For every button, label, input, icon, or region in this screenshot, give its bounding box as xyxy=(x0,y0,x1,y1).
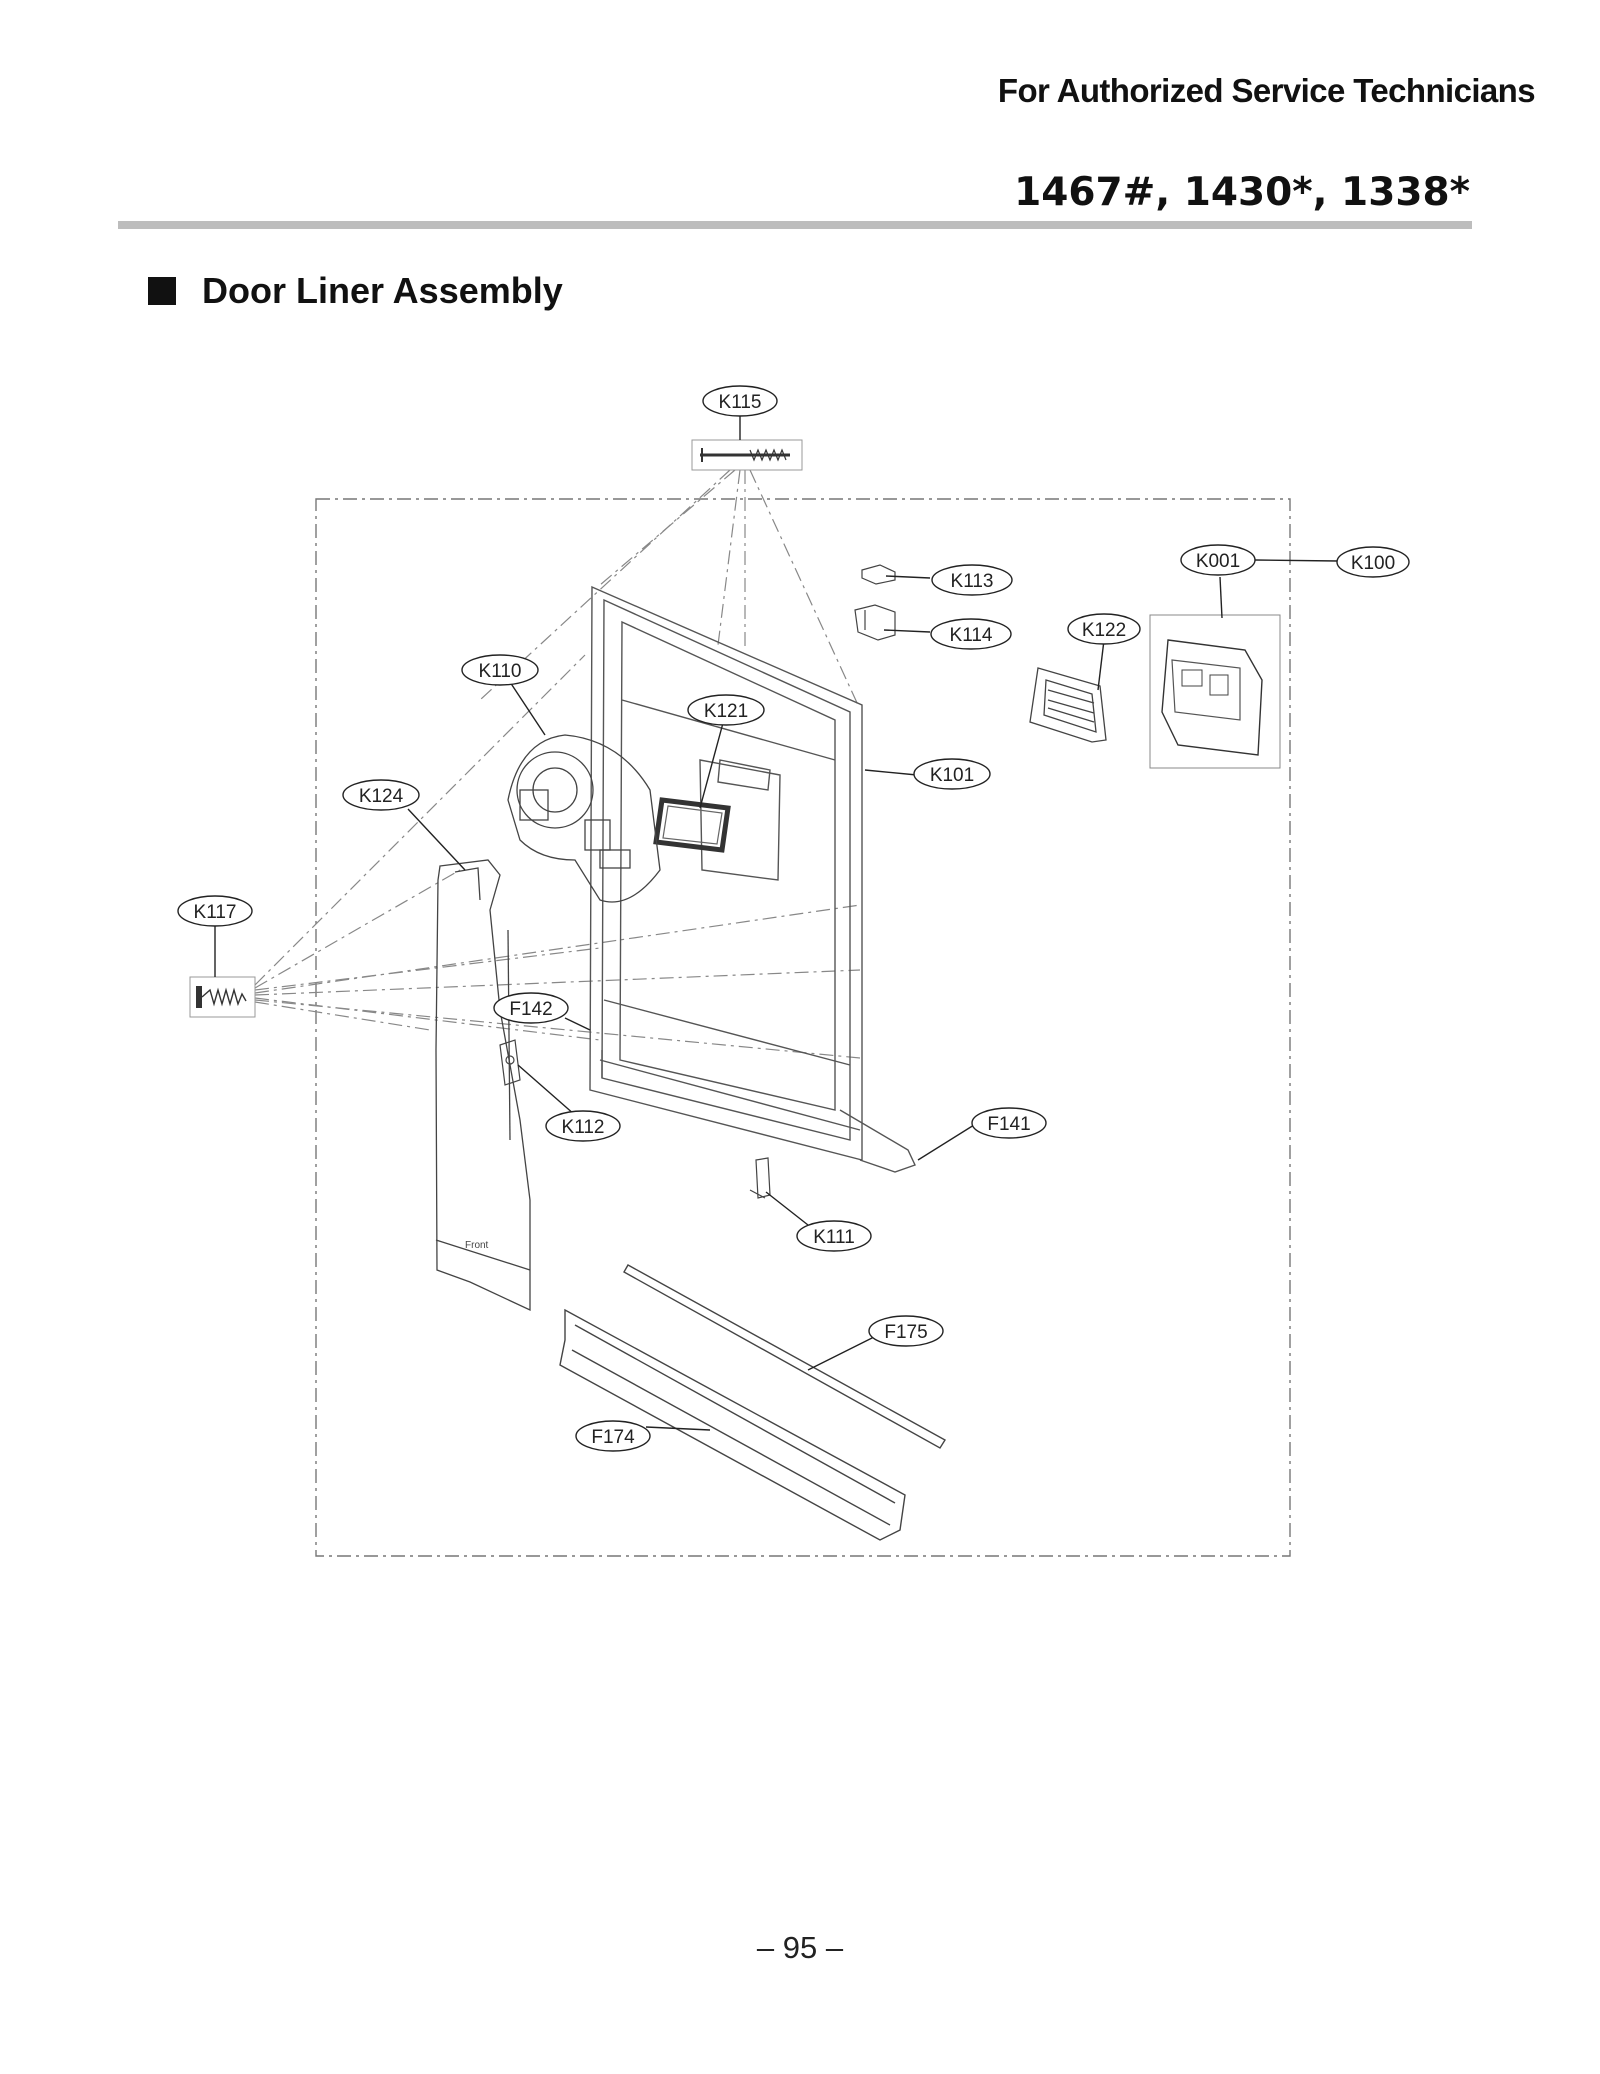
rail-f175-part xyxy=(623,1264,946,1449)
callout-k117: K117 xyxy=(194,902,237,923)
callout-f175: F175 xyxy=(884,1322,927,1343)
callout-k121: K121 xyxy=(704,701,748,722)
callout-k114: K114 xyxy=(950,625,993,646)
callout-k101: K101 xyxy=(930,765,974,786)
callout-k111-bubble xyxy=(796,1220,872,1252)
callout-k113-bubble xyxy=(931,564,1013,596)
callout-f175-bubble xyxy=(868,1315,944,1347)
control-box-k001-part xyxy=(1149,614,1281,769)
callout-k100: K100 xyxy=(1351,553,1395,574)
callout-k124: K124 xyxy=(359,786,404,807)
clip-k113-part xyxy=(861,564,896,585)
callout-k117-bubble xyxy=(177,895,253,927)
callout-k124-bubble xyxy=(342,779,420,811)
callout-k111: K111 xyxy=(813,1227,855,1248)
callout-k114-bubble xyxy=(930,618,1012,650)
leader-lines xyxy=(214,412,1339,1431)
screw-k117-part xyxy=(189,976,256,1018)
callout-k101-bubble xyxy=(913,758,991,790)
callout-f142: F142 xyxy=(509,999,552,1020)
screw-k115-part xyxy=(691,439,803,471)
door-liner-k101-part xyxy=(589,585,916,1173)
side-trim-k124-part: Front xyxy=(435,859,531,1312)
callout-bubbles xyxy=(177,385,1410,1452)
dispenser-gasket-k121-part xyxy=(653,797,731,853)
bullet-square-icon xyxy=(148,277,176,305)
callout-f174: F174 xyxy=(591,1427,635,1448)
callout-f142-bubble xyxy=(493,992,569,1024)
section-title: Door Liner Assembly xyxy=(202,270,563,311)
callout-k100-bubble xyxy=(1336,546,1410,578)
latch-k114-part xyxy=(854,604,896,641)
section-heading: Door Liner Assembly xyxy=(148,270,563,312)
callout-k122-bubble xyxy=(1067,613,1141,645)
callout-f141-bubble xyxy=(971,1107,1047,1139)
callout-k110-bubble xyxy=(461,654,539,686)
header-divider xyxy=(118,221,1472,229)
callout-k112: K112 xyxy=(562,1117,605,1138)
callout-k001: K001 xyxy=(1196,551,1240,572)
vent-assembly-k110-part xyxy=(507,734,661,903)
model-numbers-title: 1467#, 1430*, 1338* xyxy=(1014,170,1470,215)
front-marking: Front xyxy=(465,1240,489,1251)
bracket-k112-part xyxy=(499,1039,521,1086)
assembly-boundary xyxy=(315,498,1291,1557)
callout-k112-bubble xyxy=(545,1110,621,1142)
vent-cover-k122-part xyxy=(1029,667,1107,743)
callout-k115: K115 xyxy=(719,392,762,413)
callout-k122: K122 xyxy=(1082,620,1126,641)
page-number: – 95 – xyxy=(756,1930,844,1965)
callout-k115-bubble xyxy=(702,385,778,417)
trim-channel-f174-part xyxy=(559,1308,906,1541)
callout-k121-bubble xyxy=(687,694,765,726)
callout-labels: K115 K113 K114 K001 K100 K122 K110 K121 … xyxy=(194,392,1396,1448)
callout-k110: K110 xyxy=(479,661,522,682)
callout-k113: K113 xyxy=(951,571,994,592)
callout-f141: F141 xyxy=(987,1114,1030,1135)
callout-f174-bubble xyxy=(575,1420,651,1452)
screw-reference-lines-k117 xyxy=(254,654,861,1059)
audience-header: For Authorized Service Technicians xyxy=(997,72,1536,109)
callout-k001-bubble xyxy=(1180,544,1256,576)
